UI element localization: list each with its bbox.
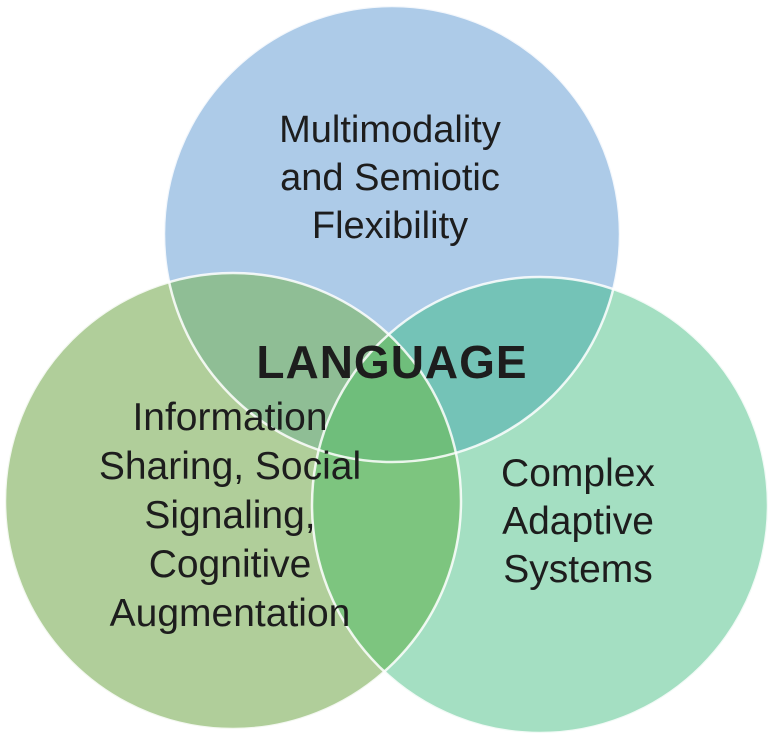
circle-outline-complex-adaptive (310, 275, 770, 733)
circle-outline-multimodality (162, 4, 622, 464)
label-complex-adaptive: Complex Adaptive Systems (501, 452, 655, 591)
overlap-all-three (312, 277, 461, 462)
label-language: LANGUAGE (256, 336, 528, 388)
label-information: Information Sharing, Social Signaling, C… (98, 396, 362, 635)
circle-outline-information (3, 271, 463, 731)
label-multimodality: Multimodality and Semiotic Flexibility (279, 109, 501, 247)
